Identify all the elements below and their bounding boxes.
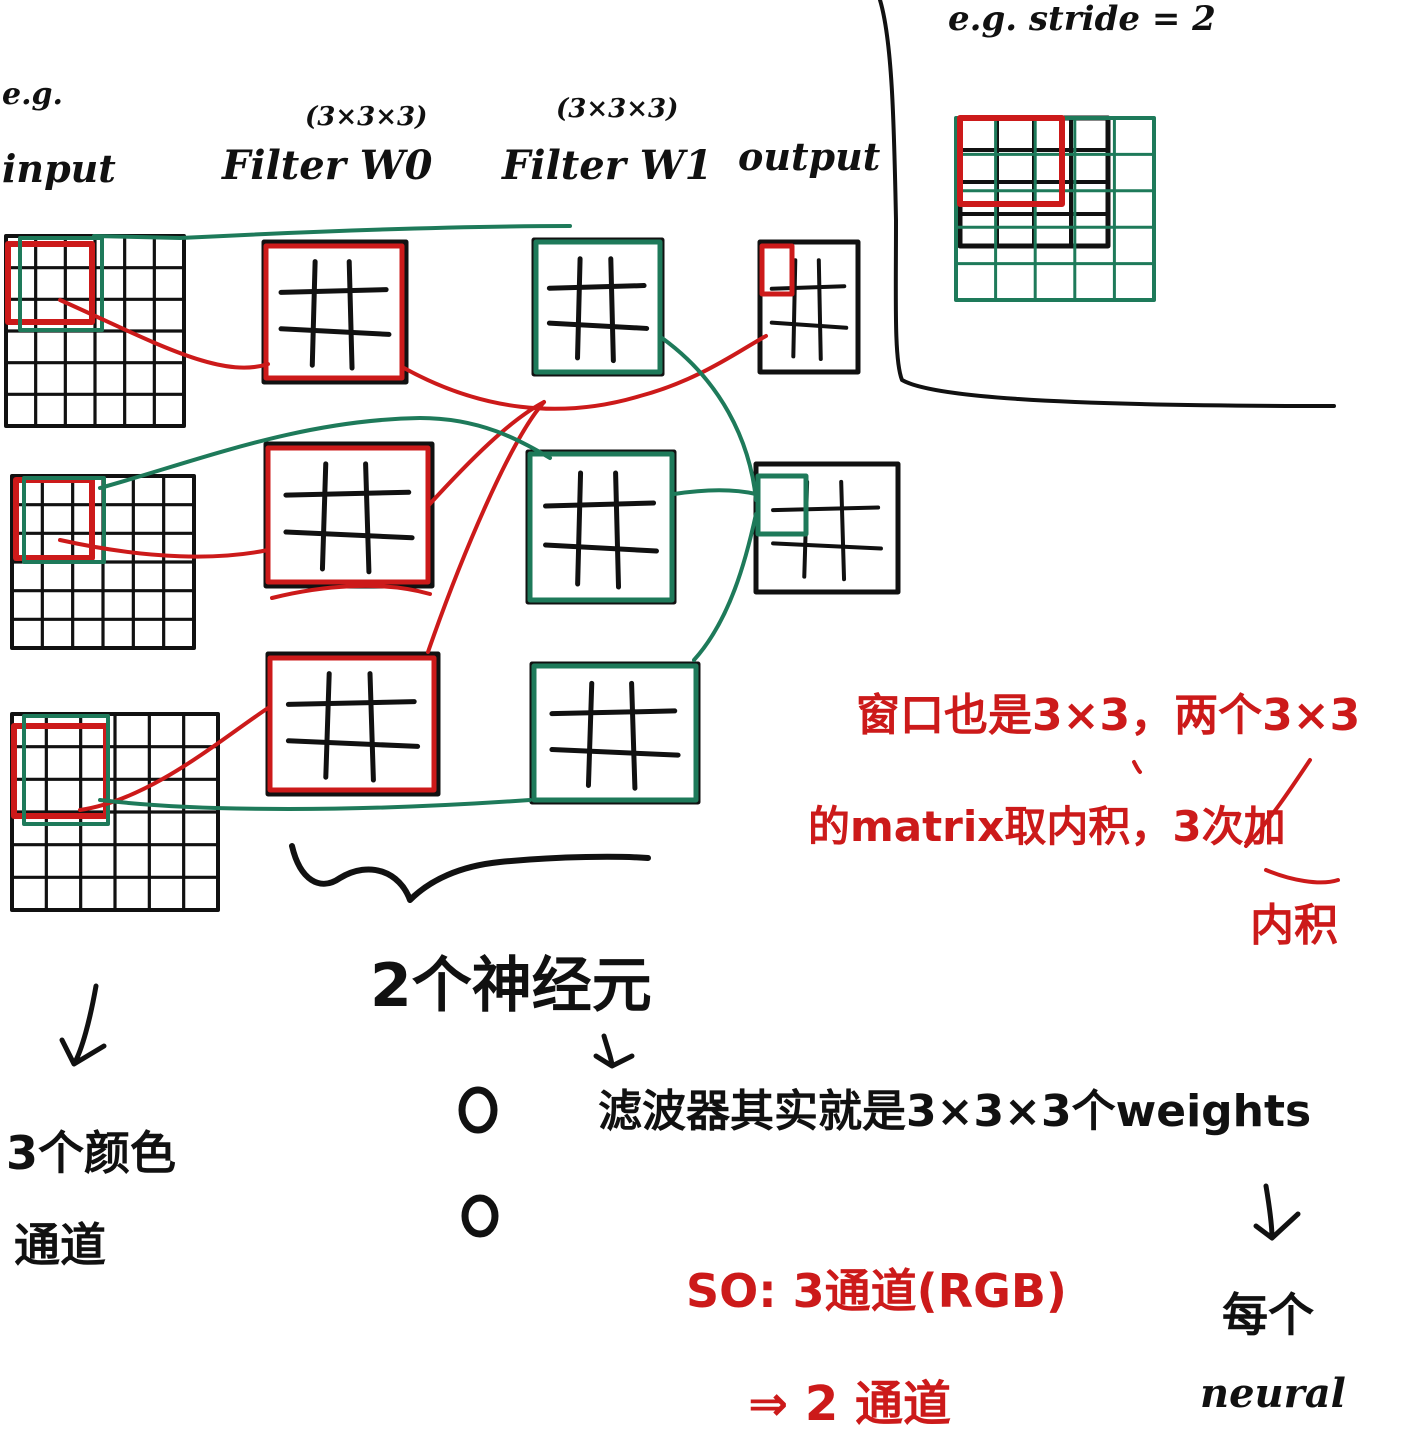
green-link-w1mid-output <box>672 488 758 496</box>
neuron-circle-1 <box>461 1194 499 1238</box>
filter-w1-hash-2-stroke <box>629 680 638 791</box>
filter-w1-hash-0-stroke <box>575 256 583 361</box>
green-link-w1top-output <box>660 336 758 502</box>
output-cell-green <box>755 473 809 537</box>
filter-w1-green-2 <box>531 663 699 803</box>
filter-w0-box-2 <box>265 651 441 797</box>
filter-w0-red-0 <box>263 243 405 381</box>
input-label: input <box>2 146 116 191</box>
window-note-line1: 窗口也是3×3，两个3×3 <box>856 690 1361 741</box>
red-link-input1-w0 <box>58 538 270 559</box>
red-link-input0-w0 <box>58 298 270 370</box>
filter-w0-box-1 <box>263 441 435 589</box>
filter-w0-hash-0-stroke <box>278 287 389 295</box>
eg-label: e.g. <box>2 77 63 112</box>
output-hash-1-stroke <box>839 479 847 582</box>
filter-w0-red-2 <box>267 655 437 793</box>
filter-w0-hash-1-stroke <box>363 461 372 575</box>
red-comma <box>1132 760 1142 774</box>
filter-w1-box-1 <box>525 449 677 605</box>
input-window-green-2 <box>22 714 110 826</box>
filter-w1-hash-1-stroke <box>543 542 659 554</box>
down-arrow-neurons <box>593 1033 635 1069</box>
window-note-line2: 的matrix取内积，3次加 <box>808 802 1286 851</box>
color-channels-note-2: 通道 <box>14 1218 106 1272</box>
window-note-line3: 内积 <box>1250 900 1338 951</box>
output-hash-0-stroke <box>769 284 847 291</box>
filter-w1-green-0 <box>533 239 663 375</box>
red-link-input2-w0 <box>78 706 270 812</box>
neuron-brace <box>289 843 651 903</box>
filter-w1-hash-2-stroke <box>549 747 681 758</box>
down-arrow-input <box>59 983 107 1067</box>
filter-w1-green-1 <box>527 451 675 603</box>
stride-region-frame <box>878 0 1336 408</box>
stride-window-red <box>957 115 1065 207</box>
green-link-input0-w1 <box>92 224 572 240</box>
green-link-w1bottom-output <box>692 512 758 662</box>
output-hash-1-stroke <box>771 541 883 551</box>
red-link-w0-output <box>402 334 768 411</box>
output-cell-red <box>759 243 795 297</box>
filter-w1-box-2 <box>529 661 701 805</box>
filter-w0-hash-0-stroke <box>278 326 392 337</box>
output-box-0 <box>757 239 861 375</box>
filter-w0-red-1 <box>265 445 431 585</box>
output-hash-0-stroke <box>816 258 823 361</box>
output-hash-0-stroke <box>769 320 849 330</box>
stride-grid-green-frame <box>954 116 1156 302</box>
filter-w0-hash-0-stroke <box>309 259 318 368</box>
filter-w0-hash-1-stroke <box>283 529 415 541</box>
filter-w0-hash-2-stroke <box>323 671 332 780</box>
stride-label: e.g. stride = 2 <box>948 0 1216 39</box>
output-box-1 <box>753 461 901 595</box>
filter-w1-hash-1-stroke <box>543 500 657 509</box>
filter-w0-hash-2-stroke <box>285 699 417 707</box>
filter-w0-box-0 <box>261 239 409 385</box>
two-channels-note: ⇒ 2 通道 <box>748 1376 952 1432</box>
output-hash-1-stroke <box>771 505 881 513</box>
filter-w0-hash-1-stroke <box>319 461 329 572</box>
red-correction-mark <box>1244 758 1340 885</box>
neuron-circle-0 <box>458 1086 498 1134</box>
red-link-w0-underline <box>270 583 432 600</box>
filter-w1-hash-1-stroke <box>613 470 622 590</box>
filter-w0-label: Filter W0 <box>222 142 433 189</box>
filter-weights-note: 滤波器其实就是3×3×3个weights <box>598 1086 1312 1137</box>
each-note-1: 每个 <box>1222 1288 1314 1342</box>
green-link-input2-w1 <box>98 798 532 811</box>
output-hash-0-stroke <box>791 258 798 359</box>
color-channels-note-1: 3个颜色 <box>6 1126 177 1180</box>
input-window-0 <box>5 241 95 325</box>
filter-w1-hash-0-stroke <box>608 256 616 364</box>
filter-w0-shape: (3×3×3) <box>305 102 428 132</box>
filter-w1-label: Filter W1 <box>502 142 713 189</box>
filter-w0-hash-1-stroke <box>283 489 412 498</box>
filter-w0-hash-2-stroke <box>285 738 421 749</box>
filter-w1-shape: (3×3×3) <box>556 94 679 124</box>
filter-w1-hash-0-stroke <box>546 283 647 291</box>
red-link-w0-bottom <box>426 400 546 654</box>
each-note-2: neural <box>1200 1370 1346 1417</box>
filter-w1-hash-2-stroke <box>585 680 595 788</box>
filter-w0-hash-0-stroke <box>346 259 355 371</box>
neurons-note: 2个神经元 <box>370 951 652 1021</box>
filter-w0-hash-2-stroke <box>367 671 376 783</box>
input-window-2 <box>11 723 109 819</box>
input-window-green-1 <box>22 476 106 564</box>
input-window-green-0 <box>18 236 104 332</box>
filter-w1-box-0 <box>531 237 665 377</box>
output-label: output <box>738 134 881 179</box>
filter-w1-hash-2-stroke <box>549 708 678 717</box>
green-link-input1-w1 <box>98 416 552 490</box>
down-arrow-weights <box>1253 1183 1301 1241</box>
red-link-w0-mid <box>426 400 546 508</box>
filter-w1-hash-1-stroke <box>575 470 584 587</box>
filter-w1-hash-0-stroke <box>546 320 650 331</box>
so-channels-note: SO: 3通道(RGB) <box>686 1264 1067 1318</box>
